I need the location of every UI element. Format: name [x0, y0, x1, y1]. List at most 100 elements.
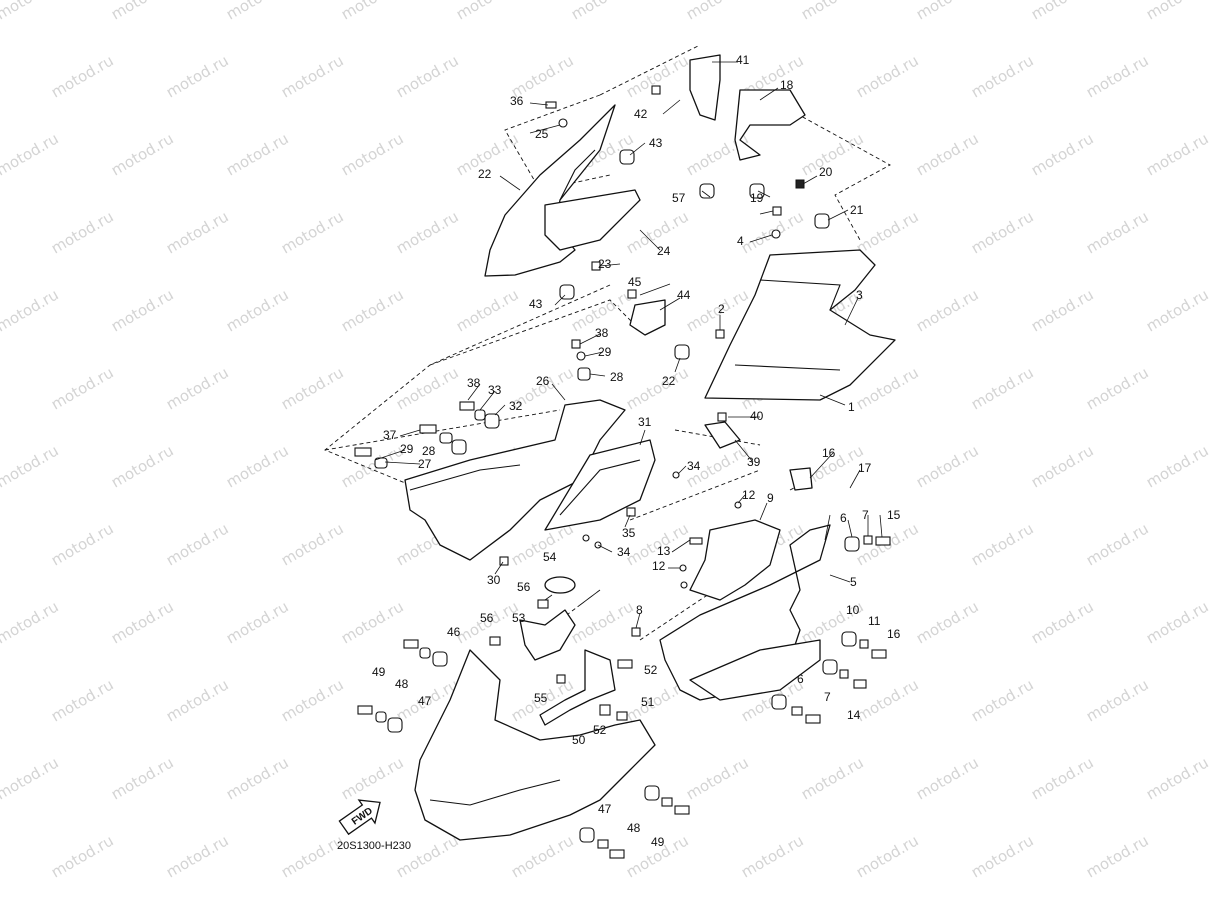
watermark: motod.ru [163, 207, 232, 257]
under-cowl [414, 649, 656, 841]
watermark: motod.ru [508, 831, 577, 881]
callout-50: 50 [572, 733, 586, 747]
callout-26: 26 [536, 374, 550, 388]
watermark: motod.ru [0, 753, 62, 803]
watermark: motod.ru [1143, 129, 1212, 179]
watermark: motod.ru [338, 597, 407, 647]
watermark: motod.ru [738, 831, 807, 881]
watermark: motod.ru [1143, 753, 1212, 803]
callout-16: 16 [887, 627, 901, 641]
watermark: motod.ru [48, 207, 117, 257]
callout-52: 52 [644, 663, 658, 677]
callout-34: 34 [617, 545, 631, 559]
watermark: motod.ru [853, 831, 922, 881]
watermark: motod.ru [568, 597, 637, 647]
lower-bracket [519, 609, 576, 661]
watermark: motod.ru [1143, 441, 1212, 491]
callout-48: 48 [395, 677, 409, 691]
callout-16: 16 [822, 446, 836, 460]
stay-bracket [539, 649, 616, 726]
callout-43: 43 [649, 136, 663, 150]
small-stay [789, 467, 813, 491]
callout-38: 38 [595, 326, 609, 340]
callout-56: 56 [480, 611, 494, 625]
watermark: motod.ru [338, 0, 407, 23]
callout-56: 56 [517, 580, 531, 594]
watermark: motod.ru [798, 753, 867, 803]
small-bracket [704, 421, 741, 449]
watermark: motod.ru [913, 753, 982, 803]
callout-23: 23 [598, 257, 612, 271]
watermark: motod.ru [1083, 207, 1152, 257]
watermark: motod.ru [108, 129, 177, 179]
callout-30: 30 [487, 573, 501, 587]
part-shapes [404, 54, 896, 841]
callout-52: 52 [593, 723, 607, 737]
callout-20: 20 [819, 165, 833, 179]
callout-5: 5 [850, 575, 857, 589]
watermark: motod.ru [798, 0, 867, 23]
watermark: motod.ru [163, 519, 232, 569]
callout-12: 12 [652, 559, 666, 573]
callout-19: 19 [750, 191, 764, 205]
inner-panel [544, 439, 656, 531]
watermark: motod.ru [913, 441, 982, 491]
watermark: motod.ru [1028, 129, 1097, 179]
callout-27: 27 [418, 457, 432, 471]
watermark: motod.ru [683, 0, 752, 23]
leader-lines [374, 61, 883, 629]
watermark: motod.ru [163, 363, 232, 413]
watermark: motod.ru [968, 363, 1037, 413]
callout-8: 8 [636, 603, 643, 617]
callout-55: 55 [534, 691, 548, 705]
callout-33: 33 [488, 383, 502, 397]
callout-47: 47 [598, 802, 612, 816]
drawing-code: 20S1300-H230 [337, 840, 411, 852]
callout-24: 24 [657, 244, 671, 258]
callout-18: 18 [780, 78, 794, 92]
watermark: motod.ru [0, 597, 62, 647]
watermark: motod.ru [48, 519, 117, 569]
watermark: motod.ru [683, 753, 752, 803]
callout-32: 32 [509, 399, 523, 413]
watermark: motod.ru [163, 675, 232, 725]
callout-49: 49 [651, 835, 665, 849]
watermark: motod.ru [1083, 675, 1152, 725]
watermark: motod.ru [623, 363, 692, 413]
watermark: motod.ru [1143, 285, 1212, 335]
watermark: motod.ru [913, 597, 982, 647]
watermark: motod.ru [968, 51, 1037, 101]
bracket-plate [689, 519, 781, 601]
watermark: motod.ru [1083, 831, 1152, 881]
watermark: motod.ru [568, 0, 637, 23]
watermark: motod.ru [968, 519, 1037, 569]
band-clamp [544, 576, 576, 594]
callout-49: 49 [372, 665, 386, 679]
watermark: motod.ru [223, 753, 292, 803]
callout-11: 11 [868, 614, 881, 628]
watermark: motod.ru [48, 675, 117, 725]
watermark: motod.ru [0, 441, 62, 491]
callout-36: 36 [510, 94, 524, 108]
watermark: motod.ru [1083, 519, 1152, 569]
callout-21: 21 [850, 203, 864, 217]
callout-34: 34 [687, 459, 701, 473]
watermark: motod.ru [278, 51, 347, 101]
upper-right-cowl [704, 249, 896, 401]
watermark: motod.ru [1083, 51, 1152, 101]
side-cover-plate [544, 189, 641, 251]
callout-1: 1 [848, 400, 855, 414]
assembly-guide-lines [324, 44, 891, 641]
callout-44: 44 [677, 288, 691, 302]
watermark: motod.ru [968, 675, 1037, 725]
watermark: motod.ru [278, 675, 347, 725]
upper-left-cowl [484, 104, 616, 277]
callout-6: 6 [797, 672, 804, 686]
watermark: motod.ru [913, 285, 982, 335]
watermark: motod.ru [1028, 0, 1097, 23]
watermark: motod.ru [1083, 363, 1152, 413]
watermark: motod.ru [453, 0, 522, 23]
callout-9: 9 [767, 491, 774, 505]
watermark: motod.ru [108, 285, 177, 335]
top-stay [734, 89, 806, 161]
